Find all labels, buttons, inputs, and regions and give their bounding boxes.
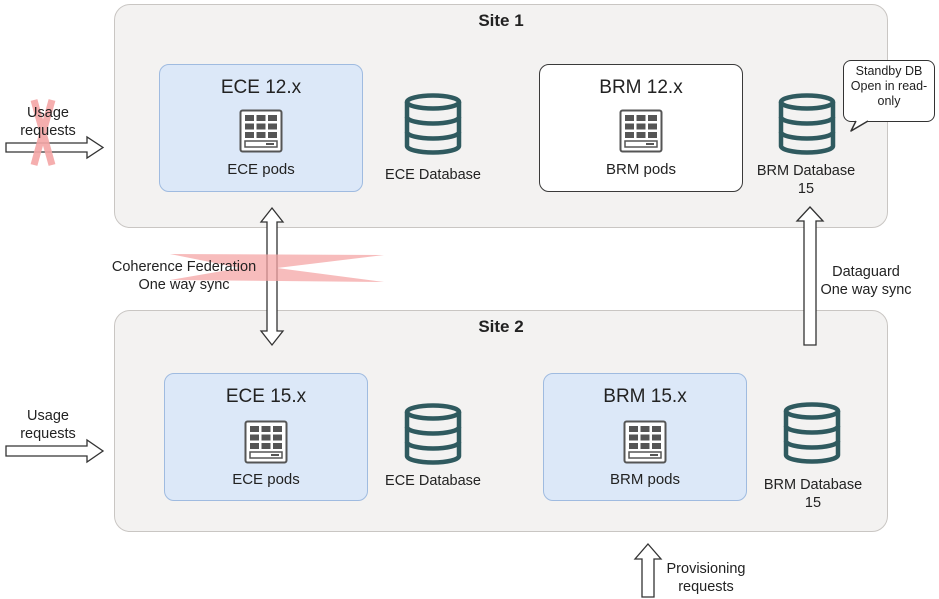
site2-brm-box: BRM 15.x BRM pods: [543, 373, 747, 501]
usage-label-site2-line1: Usage: [27, 408, 69, 424]
database-icon: [404, 403, 462, 465]
provisioning-label: Provisioning requests: [658, 560, 754, 596]
site1-brm-db-label: BRM Database 15: [748, 162, 864, 198]
callout-line1: Standby DB: [855, 64, 923, 78]
usage-label-site1-line2: requests: [20, 123, 76, 139]
site1-title: Site 1: [478, 11, 524, 30]
site2-brm-db-label-line1: BRM Database: [763, 477, 863, 493]
database-icon: [783, 402, 841, 464]
dataguard-label: Dataguard One way sync: [810, 263, 922, 299]
dataguard-label-line2: One way sync: [820, 282, 912, 298]
dataguard-up-arrow: [795, 206, 825, 346]
callout-tail: [850, 120, 869, 132]
blocked-sync-mark: [170, 254, 384, 282]
site1-ece-caption: ECE pods: [227, 161, 295, 178]
usage-label-site2-line2: requests: [20, 426, 76, 442]
usage-label-site1-line1: Usage: [27, 105, 69, 121]
provisioning-up-arrow: [633, 543, 663, 598]
provisioning-label-line2: requests: [678, 579, 734, 595]
site1-brm-caption: BRM pods: [605, 161, 677, 178]
site2-title: Site 2: [478, 317, 524, 336]
coherence-label-line2: One way sync: [138, 277, 230, 293]
site2-brm-db-label: BRM Database 15: [755, 476, 871, 512]
site1-ece-title: ECE 12.x: [220, 77, 302, 98]
site2-ece-db-label: ECE Database: [385, 473, 481, 489]
callout-line3: only: [877, 94, 901, 108]
site1-ece-box: ECE 12.x ECE pods: [159, 64, 363, 192]
site1-ece-db-label: ECE Database: [385, 167, 481, 183]
coherence-label: Coherence Federation One way sync: [104, 258, 264, 294]
site1-brm-db-label-line1: BRM Database: [756, 163, 856, 179]
server-icon: [623, 420, 667, 464]
site1-brm-box: BRM 12.x BRM pods: [539, 64, 743, 192]
blocked-x-mark: [30, 99, 56, 166]
dataguard-label-line1: Dataguard: [832, 264, 900, 280]
site1-brm-db-label-line2: 15: [797, 181, 815, 197]
callout-line2: Open in read-: [850, 79, 928, 93]
server-icon: [244, 420, 288, 464]
coherence-label-line1: Coherence Federation: [111, 259, 257, 275]
database-icon: [778, 93, 836, 155]
server-icon: [619, 109, 663, 153]
site2-ece-box: ECE 15.x ECE pods: [164, 373, 368, 501]
usage-arrow-site2: [5, 438, 105, 464]
database-icon: [404, 93, 462, 155]
usage-label-site2: Usage requests: [2, 407, 94, 443]
site2-brm-title: BRM 15.x: [603, 386, 687, 407]
site2-ece-caption: ECE pods: [232, 471, 300, 488]
site2-brm-caption: BRM pods: [609, 471, 681, 488]
usage-arrow-site1: [5, 135, 105, 160]
site1-brm-title: BRM 12.x: [599, 77, 683, 98]
server-icon: [239, 109, 283, 153]
usage-label-site1: Usage requests: [2, 104, 94, 140]
standby-db-callout: Standby DB Open in read- only: [843, 60, 935, 122]
site2-ece-title: ECE 15.x: [225, 386, 307, 407]
site2-brm-db-label-line2: 15: [804, 495, 822, 511]
provisioning-label-line1: Provisioning: [666, 561, 746, 577]
